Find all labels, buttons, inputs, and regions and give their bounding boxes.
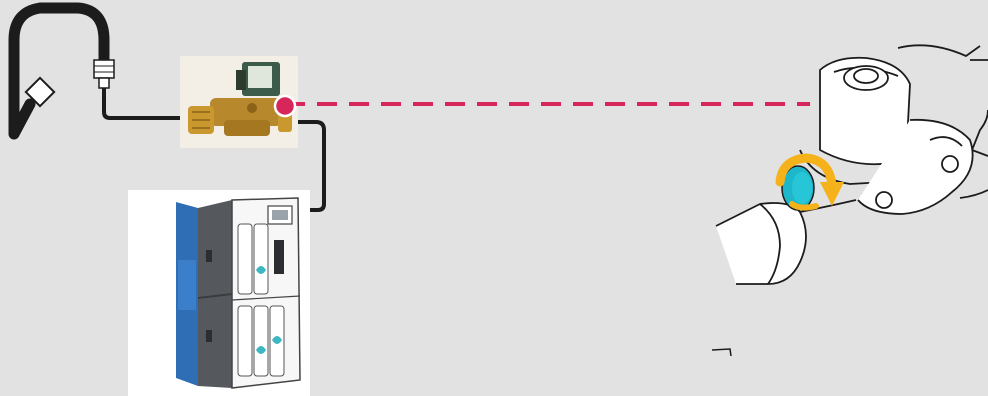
valve-closeup-icon xyxy=(716,45,988,284)
callout-dot-icon xyxy=(275,96,295,116)
